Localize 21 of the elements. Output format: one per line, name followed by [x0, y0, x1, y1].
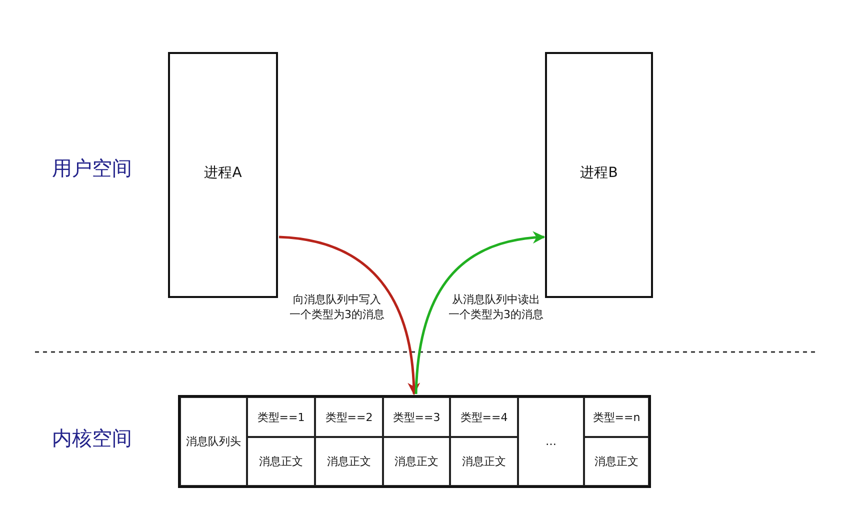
queue-table — [178, 395, 651, 488]
arrow — [414, 232, 546, 394]
space-label: 内核空间 — [52, 425, 132, 452]
table-cell: 类型==4 — [450, 397, 518, 437]
table-cell: 类型==2 — [315, 397, 383, 437]
arrow — [278, 236, 420, 396]
table-cell: 消息队列头 — [180, 397, 247, 486]
space-label: 用户空间 — [52, 155, 132, 182]
table-cell: 消息正文 — [584, 437, 649, 486]
process-box: 进程B — [545, 52, 653, 298]
table-cell: 类型==3 — [383, 397, 450, 437]
edge-label: 向消息队列中写入一个类型为3的消息 — [289, 292, 385, 322]
table-cell: 消息正文 — [450, 437, 518, 486]
table-cell: 消息正文 — [247, 437, 315, 486]
table-cell: 消息正文 — [315, 437, 383, 486]
process-box: 进程A — [168, 52, 278, 298]
table-cell: … — [518, 397, 584, 486]
table-cell: 类型==1 — [247, 397, 315, 437]
table-cell: 类型==n — [584, 397, 649, 437]
table-cell: 消息正文 — [383, 437, 450, 486]
edge-label: 从消息队列中读出一个类型为3的消息 — [448, 292, 544, 322]
